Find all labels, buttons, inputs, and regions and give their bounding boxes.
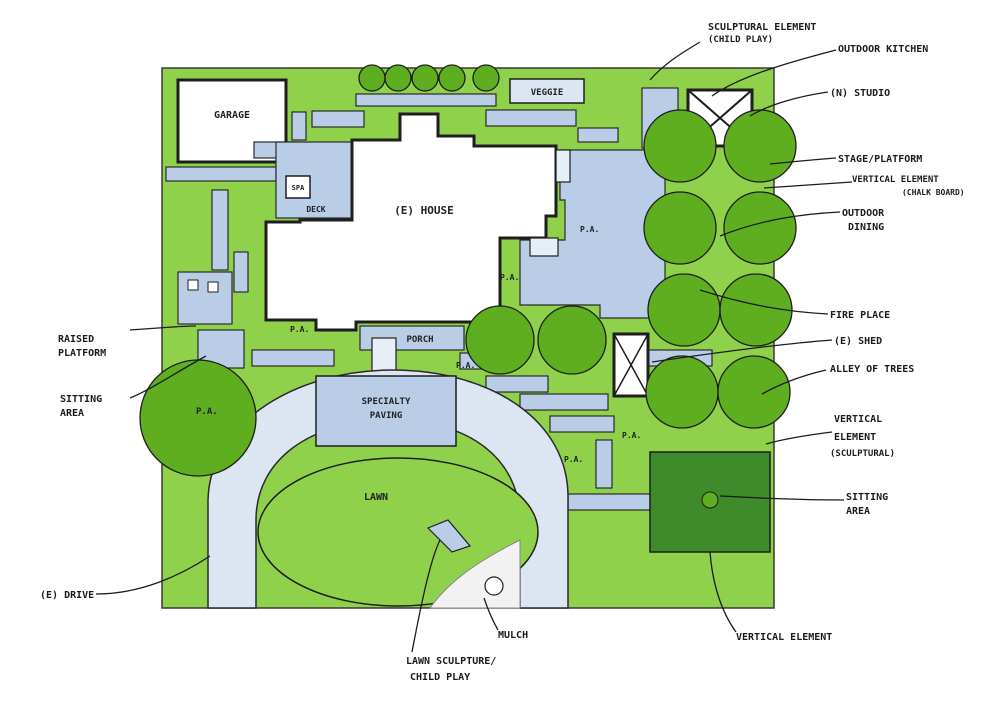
patio-steps xyxy=(529,237,559,257)
spa-label: SPA xyxy=(292,184,305,192)
mulch-feature xyxy=(484,576,504,596)
hedge-shrubs xyxy=(358,64,500,92)
porch-label: PORCH xyxy=(406,335,433,345)
deck-label: DECK xyxy=(306,205,325,214)
house-label: (E) HOUSE xyxy=(394,204,454,217)
trees-middle xyxy=(465,305,607,375)
svg-text:P.A.: P.A. xyxy=(196,407,218,417)
lawn-sculpture xyxy=(426,519,472,553)
svg-text:P.A.: P.A. xyxy=(290,325,309,334)
existing-house xyxy=(264,112,558,332)
specialty-paving xyxy=(315,375,457,447)
garage-label: GARAGE xyxy=(214,110,250,121)
spa xyxy=(285,175,311,199)
sitting-area-right-label-1: SITTING xyxy=(846,492,888,503)
sculptural-element-label-2: (CHILD PLAY) xyxy=(708,35,773,45)
pa-labels: P.A. P.A. P.A. P.A. P.A. P.A. P.A. xyxy=(196,225,641,464)
raised-platform-label-1: RAISED xyxy=(58,334,94,345)
svg-text:P.A.: P.A. xyxy=(456,361,475,370)
lawn-sculpture-label-2: CHILD PLAY xyxy=(410,672,470,683)
vertical-element-chalk-label-2: (CHALK BOARD) xyxy=(902,188,965,197)
mulch-label: MULCH xyxy=(498,630,528,641)
veggie-label: VEGGIE xyxy=(531,88,564,98)
fire-place-label: FIRE PLACE xyxy=(830,310,890,321)
shed-label: (E) SHED xyxy=(834,336,882,347)
alley-of-trees xyxy=(643,109,797,429)
sculptural-element-label-1: SCULPTURAL ELEMENT xyxy=(708,22,816,33)
raised-platform xyxy=(177,271,233,325)
patio-outdoor-dining xyxy=(519,149,666,319)
vertical-element-chalk-label-1: VERTICAL ELEMENT xyxy=(852,175,939,185)
svg-text:P.A.: P.A. xyxy=(564,455,583,464)
porch-steps xyxy=(371,337,397,375)
specialty-paving-label-2: PAVING xyxy=(370,411,403,421)
outdoor-dining-label-2: DINING xyxy=(848,222,884,233)
svg-text:P.A.: P.A. xyxy=(500,273,519,282)
lawn-oval xyxy=(257,457,539,607)
paving-strips xyxy=(165,93,713,511)
vertical-element-bottom-label: VERTICAL ELEMENT xyxy=(736,632,832,643)
lawn-sculpture-label-1: LAWN SCULPTURE/ xyxy=(406,656,496,667)
studio-label: (N) STUDIO xyxy=(830,88,890,99)
outdoor-kitchen-label: OUTDOOR KITCHEN xyxy=(838,44,928,55)
drive-label: (E) DRIVE xyxy=(40,590,94,601)
svg-text:P.A.: P.A. xyxy=(580,225,599,234)
vertical-sculptural-label-2: ELEMENT xyxy=(834,432,876,443)
outdoor-dining-label-1: OUTDOOR xyxy=(842,208,885,219)
veggie-bed xyxy=(509,78,585,104)
svg-text:P.A.: P.A. xyxy=(622,431,641,440)
tree-left xyxy=(139,359,257,477)
leader-lines xyxy=(95,41,853,653)
raised-platform-label-2: PLATFORM xyxy=(58,348,106,359)
alley-of-trees-label: ALLEY OF TREES xyxy=(830,364,914,375)
vertical-sculptural-label-3: (SCULPTURAL) xyxy=(830,449,895,459)
kitchen-steps xyxy=(555,149,571,183)
sitting-area-left-label-1: SITTING xyxy=(60,394,102,405)
vertical-sculptural-label-1: VERTICAL xyxy=(834,414,882,425)
sitting-area-left-label-2: AREA xyxy=(60,408,84,419)
stage-platform-label: STAGE/PLATFORM xyxy=(838,154,922,165)
sitting-area-right-label-2: AREA xyxy=(846,506,870,517)
specialty-paving-label-1: SPECIALTY xyxy=(362,397,411,407)
lawn-label: LAWN xyxy=(364,492,388,503)
